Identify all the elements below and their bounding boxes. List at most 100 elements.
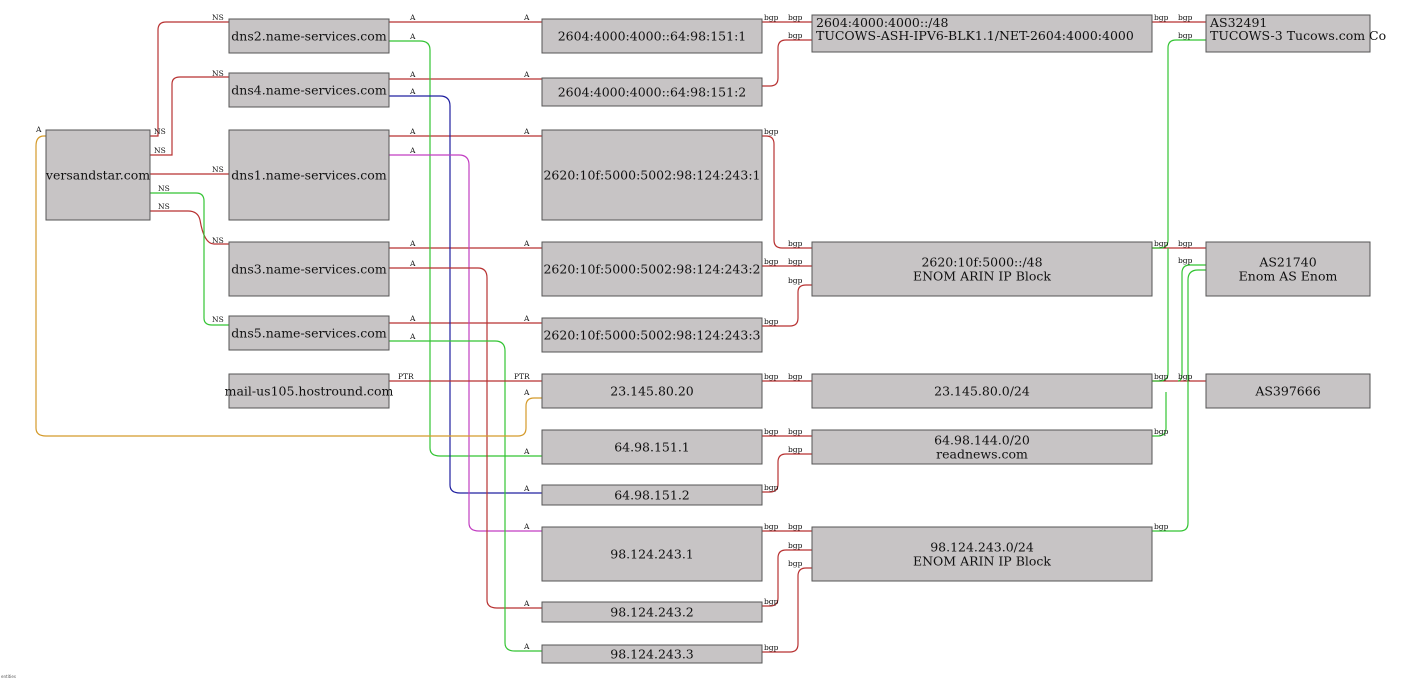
edge-label-ptr: PTR bbox=[514, 372, 530, 381]
node-label-line: dns3.name-services.com bbox=[231, 262, 387, 277]
node-label-line: dns4.name-services.com bbox=[231, 83, 387, 98]
edge-ns-dns2 bbox=[150, 21, 229, 137]
node-dns2[interactable]: dns2.name-services.com bbox=[228, 18, 390, 54]
edge-label-bgp: bgp bbox=[788, 31, 803, 40]
edge-ns-dns5 bbox=[150, 192, 229, 326]
node-box bbox=[1205, 241, 1371, 297]
node-label-line: AS21740 bbox=[1258, 255, 1316, 270]
node-dns1[interactable]: dns1.name-services.com bbox=[228, 129, 390, 221]
node-label-line: readnews.com bbox=[936, 447, 1028, 462]
node-label-line: ENOM ARIN IP Block bbox=[913, 269, 1051, 284]
edge-bgp-ip-243-3 bbox=[762, 567, 812, 653]
node-net-23[interactable]: 23.145.80.0/24 bbox=[811, 373, 1153, 409]
node-ip-151-2[interactable]: 64.98.151.2 bbox=[541, 484, 763, 506]
node-label-line: ENOM ARIN IP Block bbox=[913, 554, 1051, 569]
node-ip-151-1[interactable]: 64.98.151.1 bbox=[541, 429, 763, 465]
node-ip6-243-3[interactable]: 2620:10f:5000:5002:98:124:243:3 bbox=[541, 317, 763, 353]
edge-label-a: A bbox=[523, 642, 530, 651]
node-box bbox=[541, 484, 763, 506]
edge-label-a: A bbox=[523, 447, 530, 456]
node-box bbox=[541, 644, 763, 664]
node-label-line: 98.124.243.0/24 bbox=[930, 540, 1034, 555]
edge-label-bgp: bgp bbox=[788, 559, 803, 568]
edge-label-a: A bbox=[523, 239, 530, 248]
node-label-line: AS32491 bbox=[1209, 15, 1267, 30]
node-label-line: versandstar.com bbox=[45, 168, 150, 183]
node-label-line: 23.145.80.20 bbox=[610, 384, 694, 399]
node-label-line: AS397666 bbox=[1254, 384, 1320, 399]
edge-label-ns: NS bbox=[158, 184, 170, 193]
node-label-line: Enom AS Enom bbox=[1239, 269, 1338, 284]
node-label-line: 64.98.151.1 bbox=[614, 440, 690, 455]
node-dns4[interactable]: dns4.name-services.com bbox=[228, 72, 390, 108]
edge-label-a: A bbox=[409, 314, 416, 323]
edge-label-a: A bbox=[409, 70, 416, 79]
node-box bbox=[541, 77, 763, 107]
node-label-line: 2620:10f:5000:5002:98:124:243:2 bbox=[543, 262, 760, 277]
node-box bbox=[541, 526, 763, 582]
edges-layer bbox=[35, 21, 1206, 653]
edge-label-bgp: bgp bbox=[788, 239, 803, 248]
edge-label-ns: NS bbox=[212, 13, 224, 22]
node-label-line: 2604:4000:4000::64:98:151:1 bbox=[558, 29, 747, 44]
node-box bbox=[228, 241, 390, 297]
edge-label-bgp: bgp bbox=[1178, 13, 1193, 22]
edge-label-bgp: bgp bbox=[764, 127, 779, 136]
edge-bgp-net2620-as32491 bbox=[1152, 39, 1206, 249]
node-label-line: 64.98.144.0/20 bbox=[934, 433, 1030, 448]
node-label-line: 98.124.243.3 bbox=[610, 647, 694, 662]
edge-bgp-ip6-243-1 bbox=[762, 135, 812, 249]
edge-label-a: A bbox=[409, 87, 416, 96]
node-box bbox=[228, 315, 390, 351]
edge-label-a: A bbox=[409, 32, 416, 41]
node-box bbox=[541, 601, 763, 623]
edge-label-bgp: bgp bbox=[764, 317, 779, 326]
node-box bbox=[541, 129, 763, 221]
edge-label-a: A bbox=[523, 388, 530, 397]
node-ip6-151-2[interactable]: 2604:4000:4000::64:98:151:2 bbox=[541, 77, 763, 107]
node-box bbox=[811, 429, 1153, 465]
edge-bgp-net64-as32491 bbox=[1152, 392, 1167, 437]
node-as397666[interactable]: AS397666 bbox=[1205, 373, 1371, 409]
edge-label-bgp: bgp bbox=[788, 427, 803, 436]
edge-label-bgp: bgp bbox=[788, 522, 803, 531]
node-label-line: TUCOWS-ASH-IPV6-BLK1.1/NET-2604:4000:400… bbox=[816, 28, 1134, 43]
node-ip6-243-2[interactable]: 2620:10f:5000:5002:98:124:243:2 bbox=[541, 241, 763, 297]
edge-label-a: A bbox=[409, 13, 416, 22]
node-box bbox=[541, 18, 763, 54]
edge-a-versandstar bbox=[35, 135, 542, 437]
edge-label-a: A bbox=[409, 127, 416, 136]
node-box bbox=[541, 429, 763, 465]
node-box bbox=[541, 241, 763, 297]
edge-ns-dns3 bbox=[150, 210, 229, 245]
edge-a-dns2-ip4 bbox=[389, 40, 542, 457]
node-label-line: 98.124.243.2 bbox=[610, 605, 694, 620]
node-dns5[interactable]: dns5.name-services.com bbox=[228, 315, 390, 351]
edge-label-ns: NS bbox=[154, 127, 166, 136]
node-net-2604[interactable]: 2604:4000:4000::/48TUCOWS-ASH-IPV6-BLK1.… bbox=[811, 14, 1153, 53]
edge-label-a: A bbox=[523, 314, 530, 323]
node-dns3[interactable]: dns3.name-services.com bbox=[228, 241, 390, 297]
node-ip-243-2[interactable]: 98.124.243.2 bbox=[541, 601, 763, 623]
node-mail[interactable]: mail-us105.hostround.com bbox=[225, 373, 394, 409]
node-ip-243-3[interactable]: 98.124.243.3 bbox=[541, 644, 763, 664]
node-ip6-151-1[interactable]: 2604:4000:4000::64:98:151:1 bbox=[541, 18, 763, 54]
edge-bgp-net23-as21740 bbox=[1177, 264, 1206, 382]
edge-label-a: A bbox=[35, 125, 42, 134]
edge-label-bgp: bgp bbox=[788, 13, 803, 22]
node-ip-243-1[interactable]: 98.124.243.1 bbox=[541, 526, 763, 582]
node-ip6-243-1[interactable]: 2620:10f:5000:5002:98:124:243:1 bbox=[541, 129, 763, 221]
node-label-line: dns2.name-services.com bbox=[231, 29, 387, 44]
node-ip-80-20[interactable]: 23.145.80.20 bbox=[541, 373, 763, 409]
node-label-line: 2604:4000:4000::/48 bbox=[816, 15, 948, 30]
node-versandstar[interactable]: versandstar.com bbox=[45, 129, 151, 221]
edge-label-ns: NS bbox=[212, 165, 224, 174]
edge-bgp-ip6-2 bbox=[762, 39, 812, 87]
